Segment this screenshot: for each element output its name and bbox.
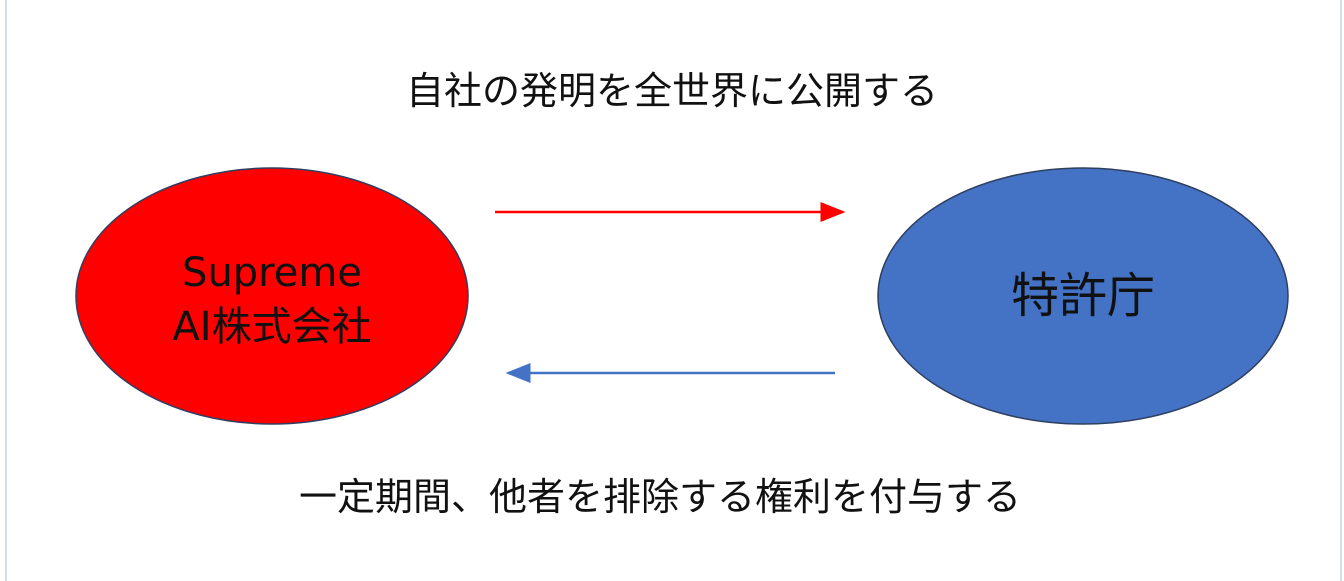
company-name-line2: AI株式会社: [172, 304, 372, 350]
patent-office-ellipse: [877, 167, 1289, 425]
patent-office-label: 特許庁: [1010, 268, 1155, 324]
company-label: Supreme AI株式会社: [76, 246, 468, 354]
bottom-caption: 一定期間、他者を排除する権利を付与する: [298, 475, 1021, 519]
left-border: [5, 0, 7, 581]
company-name-line1: Supreme: [182, 250, 362, 296]
company-ellipse: [75, 167, 469, 425]
right-border: [1340, 0, 1342, 581]
top-caption: 自社の発明を全世界に公開する: [405, 69, 938, 113]
